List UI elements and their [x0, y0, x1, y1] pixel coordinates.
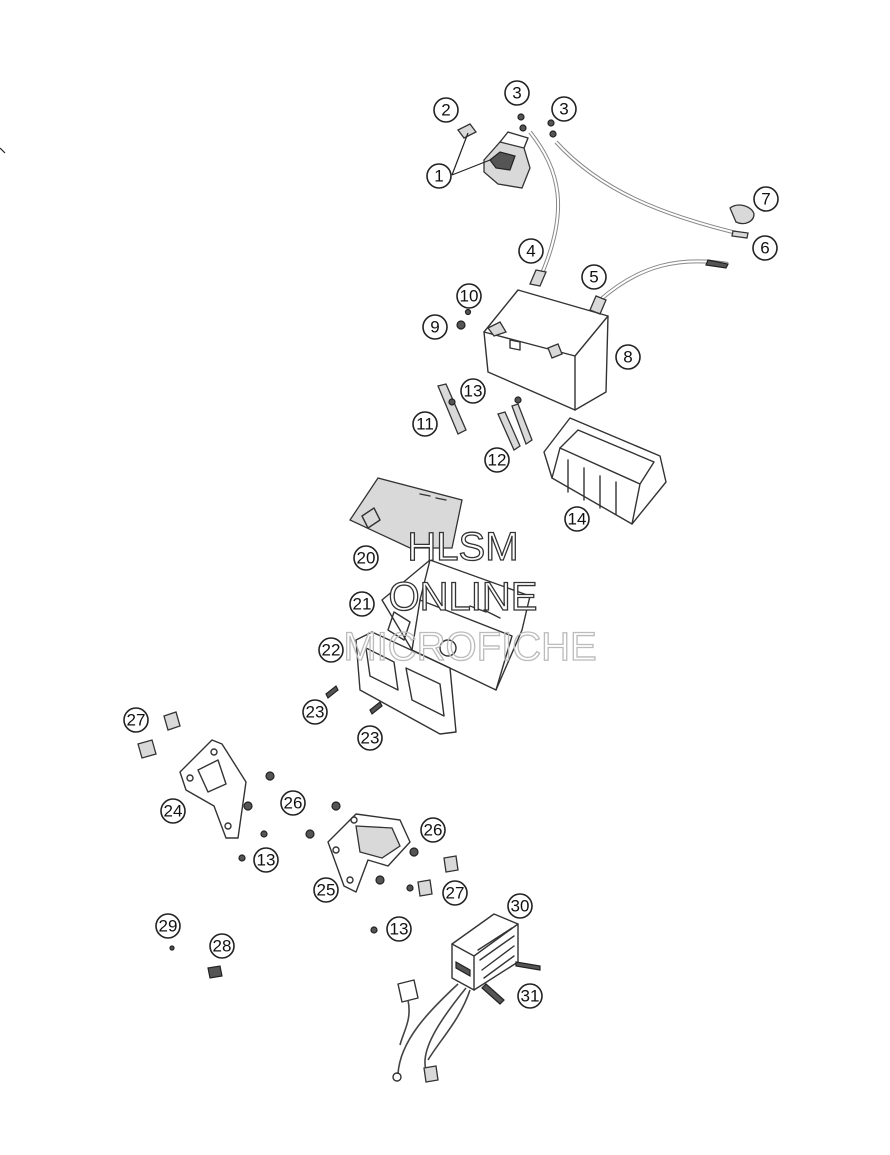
- svg-text:2: 2: [441, 101, 450, 120]
- part-cover-clip[interactable]: [457, 123, 477, 139]
- part-strap-11[interactable]: [437, 383, 467, 435]
- watermark-line-2: ONLINE: [389, 575, 538, 619]
- callout-8: 8: [615, 344, 641, 370]
- callout-11: 11: [412, 411, 438, 437]
- part-bolt-23b[interactable]: [369, 701, 383, 715]
- callout-25: 25: [313, 877, 339, 903]
- callout-26: 26: [280, 790, 306, 816]
- callout-13: 13: [460, 378, 486, 404]
- callout-10: 10: [456, 283, 482, 309]
- svg-text:31: 31: [521, 987, 540, 1006]
- part-bolt-23a[interactable]: [325, 685, 339, 699]
- part-cover-20[interactable]: [349, 477, 463, 549]
- callout-13: 13: [253, 847, 279, 873]
- callout-24: 24: [160, 798, 186, 824]
- margin-mark: [0, 147, 6, 154]
- part-regulator-harness[interactable]: [392, 979, 471, 1083]
- svg-text:3: 3: [512, 84, 521, 103]
- part-bracket-24[interactable]: [179, 739, 247, 839]
- part-nut-28[interactable]: [207, 965, 223, 979]
- svg-text:6: 6: [760, 239, 769, 258]
- svg-text:8: 8: [623, 348, 632, 367]
- callout-29: 29: [155, 913, 181, 939]
- part-terminal-cap-7[interactable]: [729, 204, 755, 225]
- part-mounting-plate-22[interactable]: [355, 631, 457, 735]
- svg-text:26: 26: [284, 794, 303, 813]
- callout-7: 7: [753, 186, 779, 212]
- callout-12: 12: [484, 447, 510, 473]
- svg-text:23: 23: [306, 703, 325, 722]
- callout-6: 6: [752, 235, 778, 261]
- callout-4: 4: [518, 238, 544, 264]
- svg-text:25: 25: [317, 881, 336, 900]
- part-battery[interactable]: [483, 289, 609, 411]
- part-screw-3a[interactable]: [517, 113, 527, 132]
- svg-text:20: 20: [357, 549, 376, 568]
- part-bolt-9[interactable]: [456, 320, 466, 330]
- part-rubber-mount-27[interactable]: [137, 711, 459, 897]
- part-strap-12[interactable]: [497, 396, 533, 451]
- callout-27: 27: [123, 707, 149, 733]
- part-cable-6[interactable]: [554, 140, 749, 239]
- callout-23: 23: [357, 725, 383, 751]
- svg-text:13: 13: [390, 920, 409, 939]
- callout-14: 14: [564, 506, 590, 532]
- part-bracket-25[interactable]: [327, 813, 411, 893]
- svg-text:5: 5: [589, 268, 598, 287]
- svg-text:1: 1: [434, 167, 443, 186]
- part-relay-cover[interactable]: [483, 131, 531, 189]
- svg-text:23: 23: [361, 729, 380, 748]
- svg-text:27: 27: [127, 711, 146, 730]
- callout-5: 5: [581, 264, 607, 290]
- callout-26: 26: [420, 817, 446, 843]
- part-bolt-31[interactable]: [481, 961, 541, 1005]
- part-screw-13[interactable]: [238, 830, 414, 934]
- part-cable-5[interactable]: [589, 259, 729, 315]
- callout-20: 20: [353, 545, 379, 571]
- callout-28: 28: [209, 933, 235, 959]
- svg-text:30: 30: [511, 897, 530, 916]
- callout-31: 31: [517, 983, 543, 1009]
- callout-21: 21: [349, 591, 375, 617]
- callout-22: 22: [318, 637, 344, 663]
- callout-3: 3: [504, 80, 530, 106]
- svg-text:11: 11: [416, 415, 434, 434]
- leader-1: [451, 132, 491, 176]
- part-battery-tray[interactable]: [543, 417, 667, 525]
- svg-text:7: 7: [761, 190, 770, 209]
- svg-text:29: 29: [159, 917, 178, 936]
- svg-text:4: 4: [526, 242, 535, 261]
- part-washer-29[interactable]: [169, 945, 175, 951]
- callout-3: 3: [551, 96, 577, 122]
- svg-text:14: 14: [568, 510, 587, 529]
- svg-text:12: 12: [488, 451, 507, 470]
- callout-13: 13: [386, 916, 412, 942]
- callout-27: 27: [442, 880, 468, 906]
- svg-text:3: 3: [559, 100, 568, 119]
- watermark-line-3: MICROFICHE: [343, 625, 596, 669]
- callout-23: 23: [302, 699, 328, 725]
- svg-text:13: 13: [257, 851, 276, 870]
- svg-text:26: 26: [424, 821, 443, 840]
- svg-text:22: 22: [322, 641, 341, 660]
- svg-text:9: 9: [430, 318, 439, 337]
- part-regulator-30[interactable]: [451, 913, 519, 991]
- watermark-line-1: HLSM: [407, 525, 518, 569]
- part-cable-4[interactable]: [528, 130, 561, 287]
- callout-9: 9: [422, 314, 448, 340]
- part-screw-3b[interactable]: [547, 119, 557, 138]
- part-nut-10[interactable]: [464, 308, 472, 316]
- callout-1: 1: [426, 163, 452, 189]
- svg-text:13: 13: [464, 382, 483, 401]
- watermark: HLSM ONLINE MICROFICHE: [343, 524, 598, 669]
- svg-text:10: 10: [460, 287, 479, 306]
- callout-30: 30: [507, 893, 533, 919]
- svg-text:21: 21: [353, 595, 372, 614]
- part-nut-26[interactable]: [243, 771, 419, 885]
- svg-text:28: 28: [213, 937, 232, 956]
- svg-text:27: 27: [446, 884, 465, 903]
- callout-2: 2: [433, 97, 459, 123]
- svg-text:24: 24: [164, 802, 183, 821]
